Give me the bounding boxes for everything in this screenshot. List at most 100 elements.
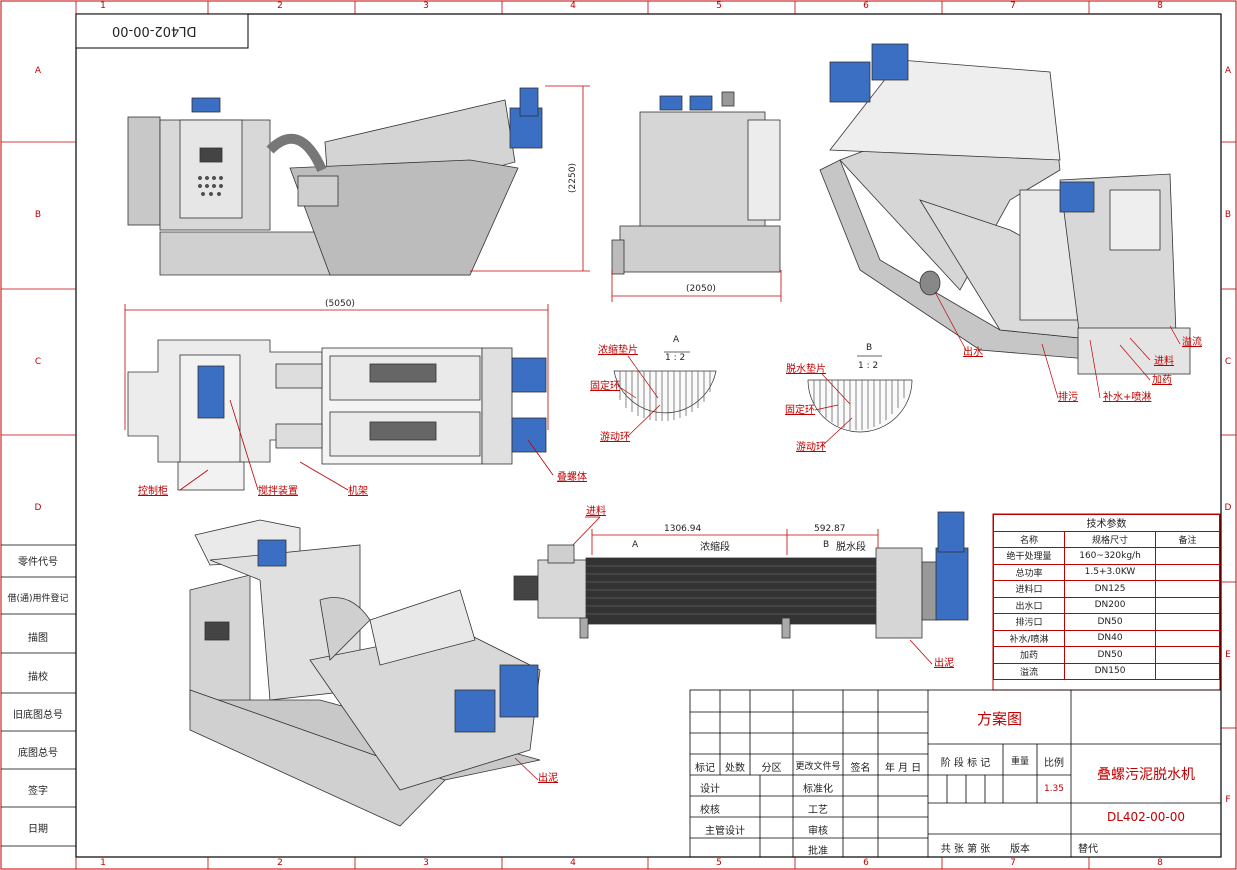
- row-header: 标记: [695, 763, 715, 774]
- zone-number: 5: [716, 1, 722, 11]
- zone-number: 7: [1010, 858, 1016, 868]
- zone-number: 5: [716, 858, 722, 868]
- dewatering-label: 脱水段: [836, 542, 866, 553]
- zone-number: 2: [277, 1, 283, 11]
- zone-letter: A: [34, 66, 42, 76]
- zone-number: 6: [863, 1, 869, 11]
- detail-b-scale: 1 : 2: [858, 361, 879, 371]
- detail-b-fixed-ring: 固定环: [785, 405, 815, 416]
- screw-body-label: 叠螺体: [557, 472, 587, 483]
- detail-b-leaders: [814, 373, 853, 447]
- title-block-grid: [689, 689, 1222, 858]
- row-header: 处数: [725, 763, 745, 774]
- iso-view-right: [819, 43, 1191, 375]
- zone-letter: E: [1225, 650, 1231, 660]
- zone-number: 1: [100, 1, 106, 11]
- iso-view-left: [189, 519, 541, 827]
- scale-value: 1.35: [1043, 784, 1065, 794]
- row-header: 年 月 日: [884, 763, 922, 774]
- zone-number: 3: [423, 1, 429, 11]
- version-label: 版本: [1010, 844, 1030, 855]
- spec-header: 备注: [1155, 530, 1220, 548]
- zone-letter: A: [1224, 66, 1232, 76]
- spec-header: 名称: [993, 530, 1065, 548]
- drawing-code-title: DL402-00-00: [1106, 810, 1186, 824]
- section-a-label: A: [632, 540, 639, 550]
- weight-label: 重量: [1010, 757, 1029, 767]
- water-outlet-label: 出水: [963, 347, 983, 358]
- top-length-dim: [124, 304, 549, 430]
- left-strip-cell: 描图: [28, 633, 48, 644]
- zone-letter: B: [1224, 210, 1232, 220]
- spec-header: 规格尺寸: [1064, 530, 1156, 548]
- zone-number: 7: [1010, 1, 1016, 11]
- front-height-dim: [470, 85, 590, 272]
- screw-sludge-out-label: 出泥: [934, 658, 954, 669]
- left-strip-cell: 签字: [28, 786, 48, 797]
- side-view: [611, 91, 781, 275]
- chief-label: 主管设计: [705, 826, 745, 837]
- iso-left-leader: [514, 757, 539, 781]
- detail-a-leaders: [617, 355, 661, 437]
- front-view: [127, 87, 543, 276]
- left-strip-cell: 描校: [28, 672, 48, 683]
- detail-b-gasket: 脱水垫片: [786, 364, 826, 375]
- sheets-label: 共 张 第 张: [940, 844, 991, 855]
- zone-letter: F: [1225, 795, 1231, 805]
- side-width-dimension: (2050): [686, 284, 716, 294]
- zone-number: 8: [1157, 1, 1163, 11]
- stage-label: 阶 段 标 记: [940, 758, 991, 769]
- sludge-out-label: 出泥: [538, 773, 558, 784]
- row-header: 更改文件号: [795, 762, 841, 772]
- side-width-dim: [611, 270, 782, 302]
- zone-number: 1: [100, 858, 106, 868]
- zone-number: 8: [1157, 858, 1163, 868]
- drain-label: 排污: [1058, 392, 1078, 403]
- detail-a-moving-ring: 游动环: [600, 432, 630, 443]
- detail-b: [807, 355, 913, 433]
- top-view: [127, 339, 547, 491]
- design-label: 设计: [700, 784, 720, 795]
- front-height-dimension: (2250): [567, 163, 578, 193]
- product-name: 叠螺污泥脱水机: [1097, 767, 1195, 783]
- overflow-label: 溢流: [1182, 337, 1202, 348]
- inner-border: [75, 13, 1222, 858]
- screw-body: [513, 511, 969, 639]
- ratio-label: 比例: [1044, 758, 1064, 769]
- left-strip-cell: 借(通)用件登记: [7, 594, 69, 604]
- left-strip-grid: [1, 544, 76, 847]
- top-length-dimension: (5050): [325, 299, 355, 309]
- review-label: 审核: [808, 826, 828, 837]
- zone-letter: B: [34, 210, 42, 220]
- zone-number: 4: [570, 1, 576, 11]
- detail-a-scale: 1 : 2: [665, 353, 686, 363]
- dosing-label: 加药: [1152, 375, 1172, 386]
- left-strip-cell: 零件代号: [18, 557, 58, 568]
- detail-b-moving-ring: 游动环: [796, 442, 826, 453]
- mixing-device-label: 搅拌装置: [258, 486, 298, 497]
- detail-a-fixed-ring: 固定环: [590, 381, 620, 392]
- detail-a-letter: A: [673, 335, 680, 345]
- process-label: 工艺: [808, 805, 828, 816]
- screw-dims: [569, 516, 933, 665]
- code-box: [75, 13, 249, 49]
- control-cabinet-label: 控制柜: [138, 486, 168, 497]
- zone-letter: D: [34, 503, 42, 513]
- thickening-label: 浓缩段: [700, 542, 730, 553]
- zone-number: 4: [570, 858, 576, 868]
- detail-b-letter: B: [866, 343, 873, 353]
- zone-number: 6: [863, 858, 869, 868]
- left-strip-cell: 底图总号: [18, 748, 58, 759]
- iso-right-leaders: [934, 291, 1181, 399]
- screw-feed-label: 进料: [586, 506, 606, 517]
- zone-number: 3: [423, 858, 429, 868]
